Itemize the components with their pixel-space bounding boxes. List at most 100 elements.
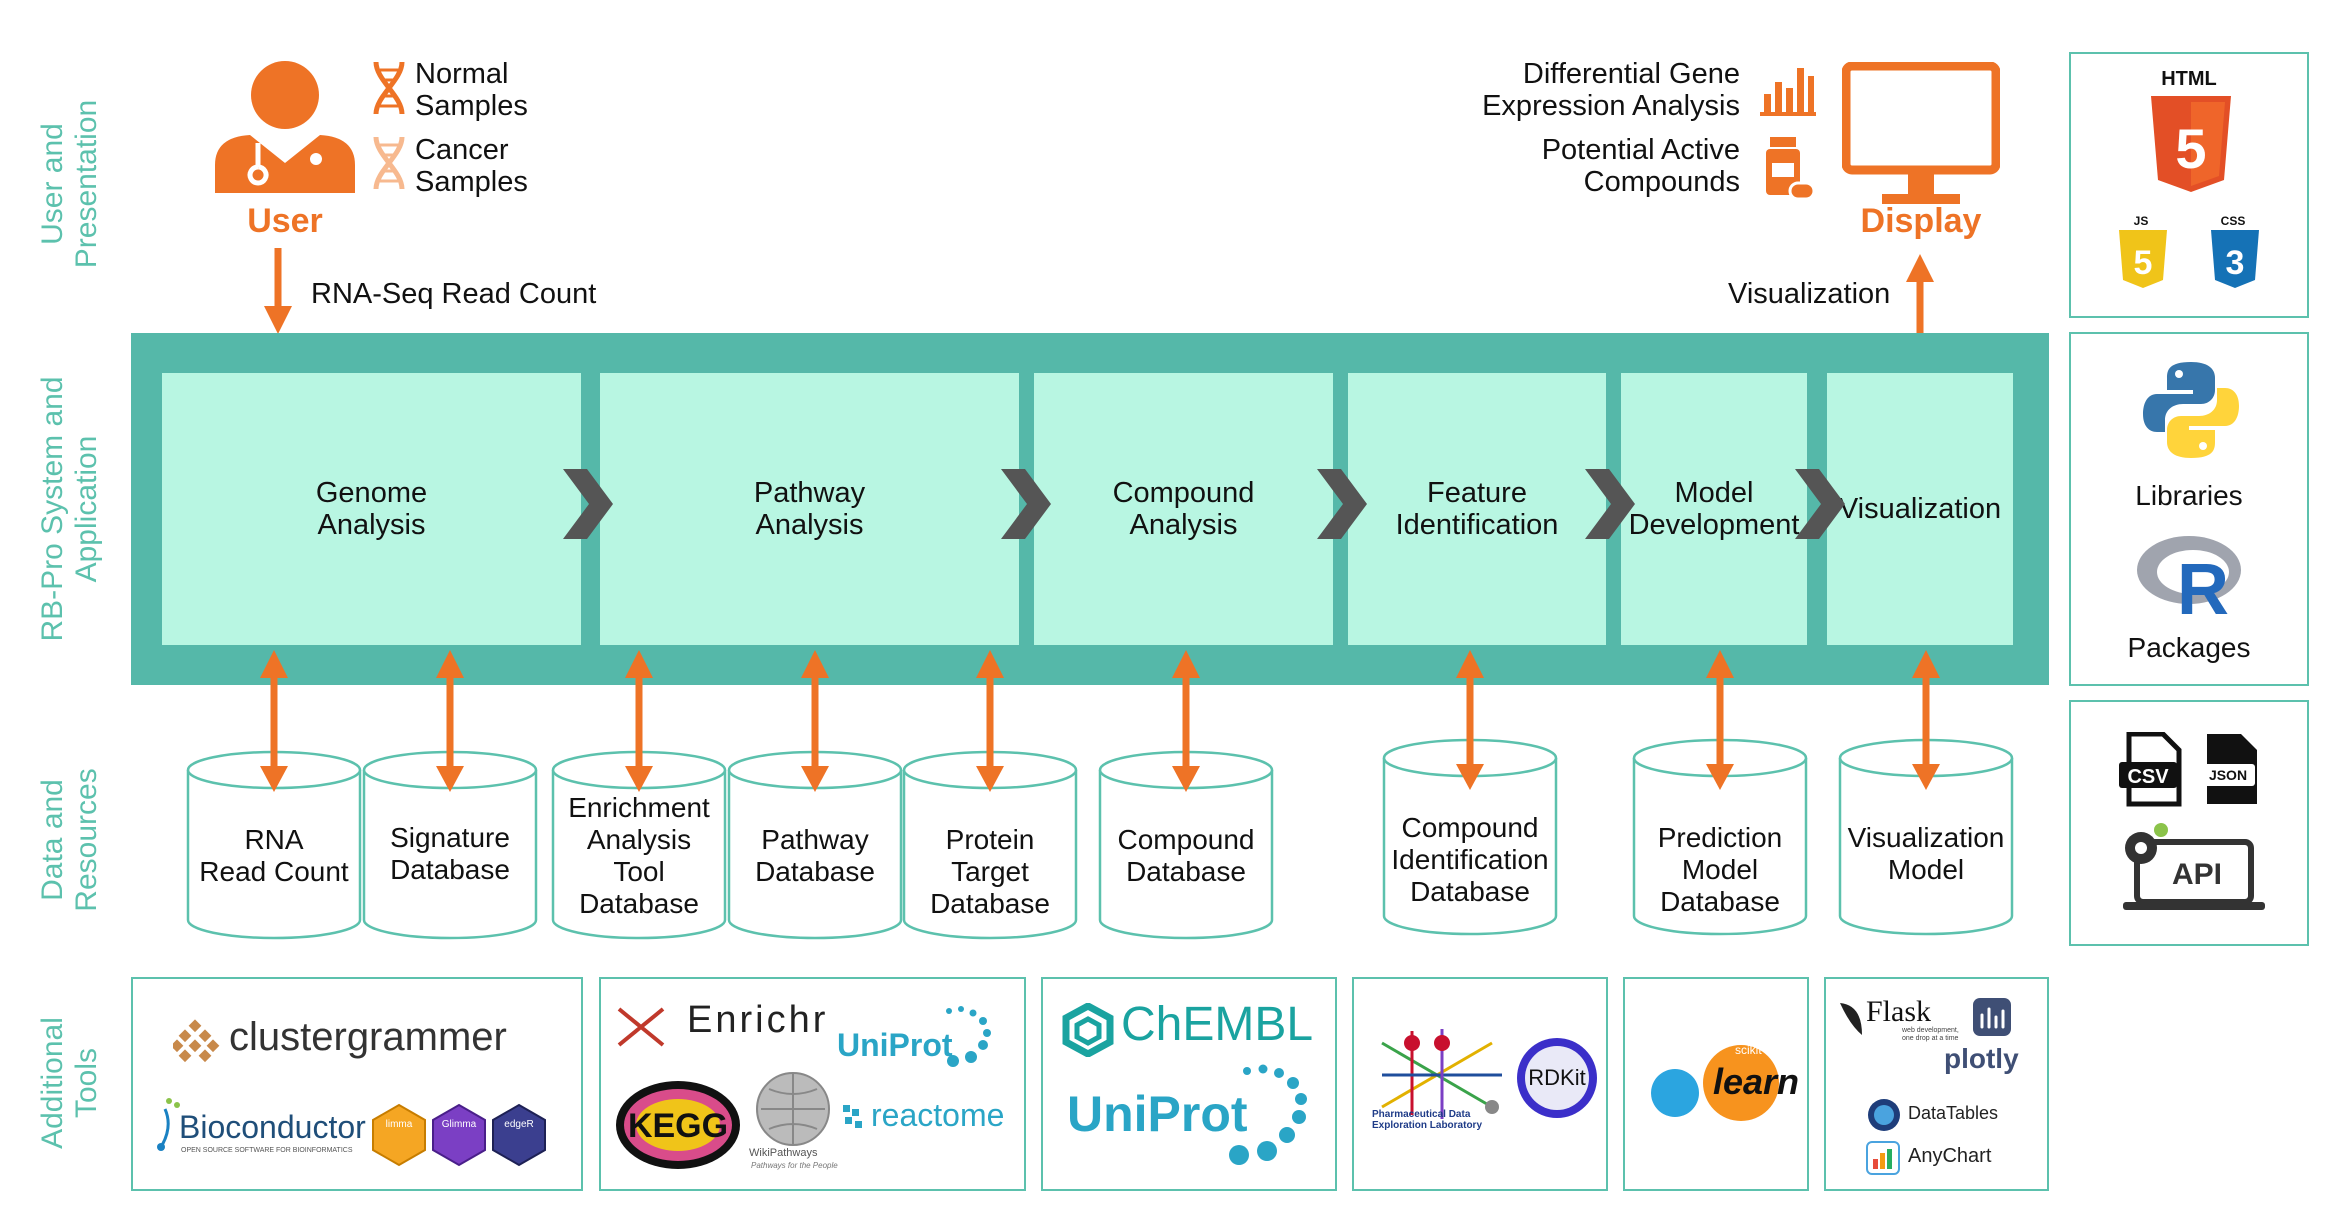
plotly-icon: [1973, 998, 2011, 1036]
step-model-development[interactable]: Model Development: [1621, 373, 1807, 645]
rdkit-icon: [1517, 1038, 1597, 1118]
visualization-output-label: Visualization: [1728, 278, 1891, 310]
css3-shield-icon: 3: [2211, 230, 2259, 288]
db-compound-database: Compound Database: [1117, 824, 1255, 887]
step-visualization[interactable]: Visualization: [1827, 373, 2013, 645]
deg-analysis-label: Differential Gene Expression Analysis: [1482, 58, 1740, 122]
normal-samples-label: Normal Samples: [415, 58, 528, 122]
clustergrammer-icon: [173, 1019, 220, 1063]
dna-icon-light: [373, 136, 405, 190]
pill-bottle-icon: [1766, 137, 1816, 201]
plotly-logo: plotly: [1944, 1043, 2019, 1074]
tools-box-visualization: Flask web development, one drop at a tim…: [1824, 977, 2049, 1191]
bidirectional-arrow: [1172, 650, 1200, 792]
visualization-arrow-icon: [1906, 254, 1934, 336]
side-box-packages: Libraries R Packages: [2069, 332, 2309, 686]
pdel-logo: Pharmaceutical Data Exploration Laborato…: [1372, 1109, 1483, 1131]
db-prediction-model: Prediction Model Database: [1657, 822, 1783, 917]
tools-box-genome: clustergrammer Bioconductor OPEN SOURCE …: [131, 977, 583, 1191]
svg-text:5: 5: [2134, 244, 2153, 282]
bidirectional-arrow: [1706, 650, 1734, 790]
html5-shield-icon: 5: [2151, 96, 2231, 192]
svg-text:API: API: [2172, 858, 2222, 891]
step-feature-identification[interactable]: Feature Identification: [1348, 373, 1606, 645]
svg-text:JSON: JSON: [2209, 767, 2247, 783]
chembl-hexagon-icon: [1062, 1003, 1114, 1057]
display-monitor-icon: [1842, 62, 2000, 204]
rdkit-logo: RDKit: [1528, 1065, 1586, 1090]
datatables-logo: DataTables: [1908, 1103, 1999, 1123]
chevron-right-icon: [1001, 469, 1051, 539]
css-label: CSS: [2220, 214, 2246, 228]
packages-label: Packages: [2127, 632, 2251, 663]
side-box-formats: CSV JSON API: [2069, 700, 2309, 946]
wikipathways-subtitle: Pathways for the People: [751, 1161, 838, 1170]
python-logo-icon: [2143, 362, 2239, 458]
svg-text:CSV: CSV: [2127, 766, 2169, 788]
cylinder-compound-db: [1098, 750, 1274, 940]
potential-compounds-label: Potential Active Compounds: [1541, 134, 1740, 198]
js-label: JS: [2133, 214, 2149, 228]
uniprot-logo-small: UniProt: [837, 1027, 953, 1063]
db-protein-target-database: Protein Target Database: [930, 824, 1050, 919]
svg-text:R: R: [2177, 550, 2229, 624]
db-compound-identification: Compound Identification Database: [1391, 812, 1549, 907]
db-pathway-database: Pathway Database: [755, 824, 875, 887]
chembl-logo: ChEMBL: [1121, 998, 1314, 1051]
flask-logo: Flask: [1866, 995, 1932, 1028]
user-label: User: [247, 202, 323, 240]
anychart-logo: AnyChart: [1908, 1145, 1992, 1167]
chevron-right-icon: [1585, 469, 1635, 539]
tools-box-pathway: Enrichr UniProt KEGG WikiPathways Pathwa…: [599, 977, 1026, 1191]
tools-box-compound: ChEMBL UniProt: [1041, 977, 1337, 1191]
bidirectional-arrow: [625, 650, 653, 792]
cylinder-rna-read-count: [186, 750, 362, 940]
step-genome-analysis[interactable]: Genome Analysis: [162, 373, 581, 645]
svg-text:5: 5: [2175, 117, 2206, 180]
enrichr-dna-icon: [617, 1007, 665, 1047]
kegg-logo-icon: KEGG: [616, 1081, 740, 1169]
bidirectional-arrow: [436, 650, 464, 792]
user-doctor-icon: [215, 61, 355, 193]
svg-text:limma: limma: [386, 1119, 413, 1130]
enrichr-logo: Enrichr: [687, 999, 829, 1041]
libraries-label: Libraries: [2135, 480, 2243, 511]
limma-hex-icon: limma: [372, 1103, 426, 1167]
svg-text:KEGG: KEGG: [628, 1107, 728, 1145]
bioconductor-logo: Bioconductor: [179, 1109, 366, 1145]
db-visualization-model: Visualization Model: [1847, 822, 2005, 885]
reactome-logo: reactome: [871, 1097, 1005, 1133]
chevron-right-icon: [563, 469, 613, 539]
pdel-network-icon: [1381, 1029, 1502, 1119]
flask-subtitle: web development, one drop at a time: [1902, 1027, 1959, 1042]
tools-box-feature: Pharmaceutical Data Exploration Laborato…: [1352, 977, 1608, 1191]
chevron-right-icon: [1795, 469, 1845, 539]
side-box-web: HTML 5 JS 5 CSS 3: [2069, 52, 2309, 318]
bidirectional-arrow: [260, 650, 288, 792]
glimma-hex-icon: Glimma: [432, 1103, 486, 1167]
bidirectional-arrow: [976, 650, 1004, 792]
anychart-icon: [1866, 1141, 1900, 1175]
bidirectional-arrow: [1456, 650, 1484, 790]
sklearn-icon: [1651, 1045, 1779, 1121]
sklearn-small-label: scikit: [1735, 1043, 1762, 1057]
uniprot-dots-large-icon: [1229, 1064, 1307, 1165]
dna-icon: [373, 61, 405, 115]
bidirectional-arrow: [801, 650, 829, 792]
wikipathways-globe-icon: [756, 1072, 830, 1146]
svg-text:edgeR: edgeR: [504, 1119, 533, 1130]
reactome-icon: [843, 1105, 862, 1128]
bidirectional-arrow: [1912, 650, 1940, 790]
rna-seq-input-label: RNA-Seq Read Count: [311, 278, 597, 310]
tools-box-model: scikit learn: [1623, 977, 1809, 1191]
edger-hex-icon: edgeR: [492, 1103, 546, 1167]
step-compound-analysis[interactable]: Compound Analysis: [1034, 373, 1333, 645]
flask-horn-icon: [1840, 1003, 1862, 1035]
svg-text:Glimma: Glimma: [442, 1119, 477, 1130]
uniprot-dots-icon: [946, 1006, 991, 1067]
wikipathways-logo: WikiPathways: [749, 1147, 818, 1159]
step-pathway-analysis[interactable]: Pathway Analysis: [600, 373, 1019, 645]
html-label: HTML: [2161, 68, 2217, 90]
chevron-right-icon: [1317, 469, 1367, 539]
